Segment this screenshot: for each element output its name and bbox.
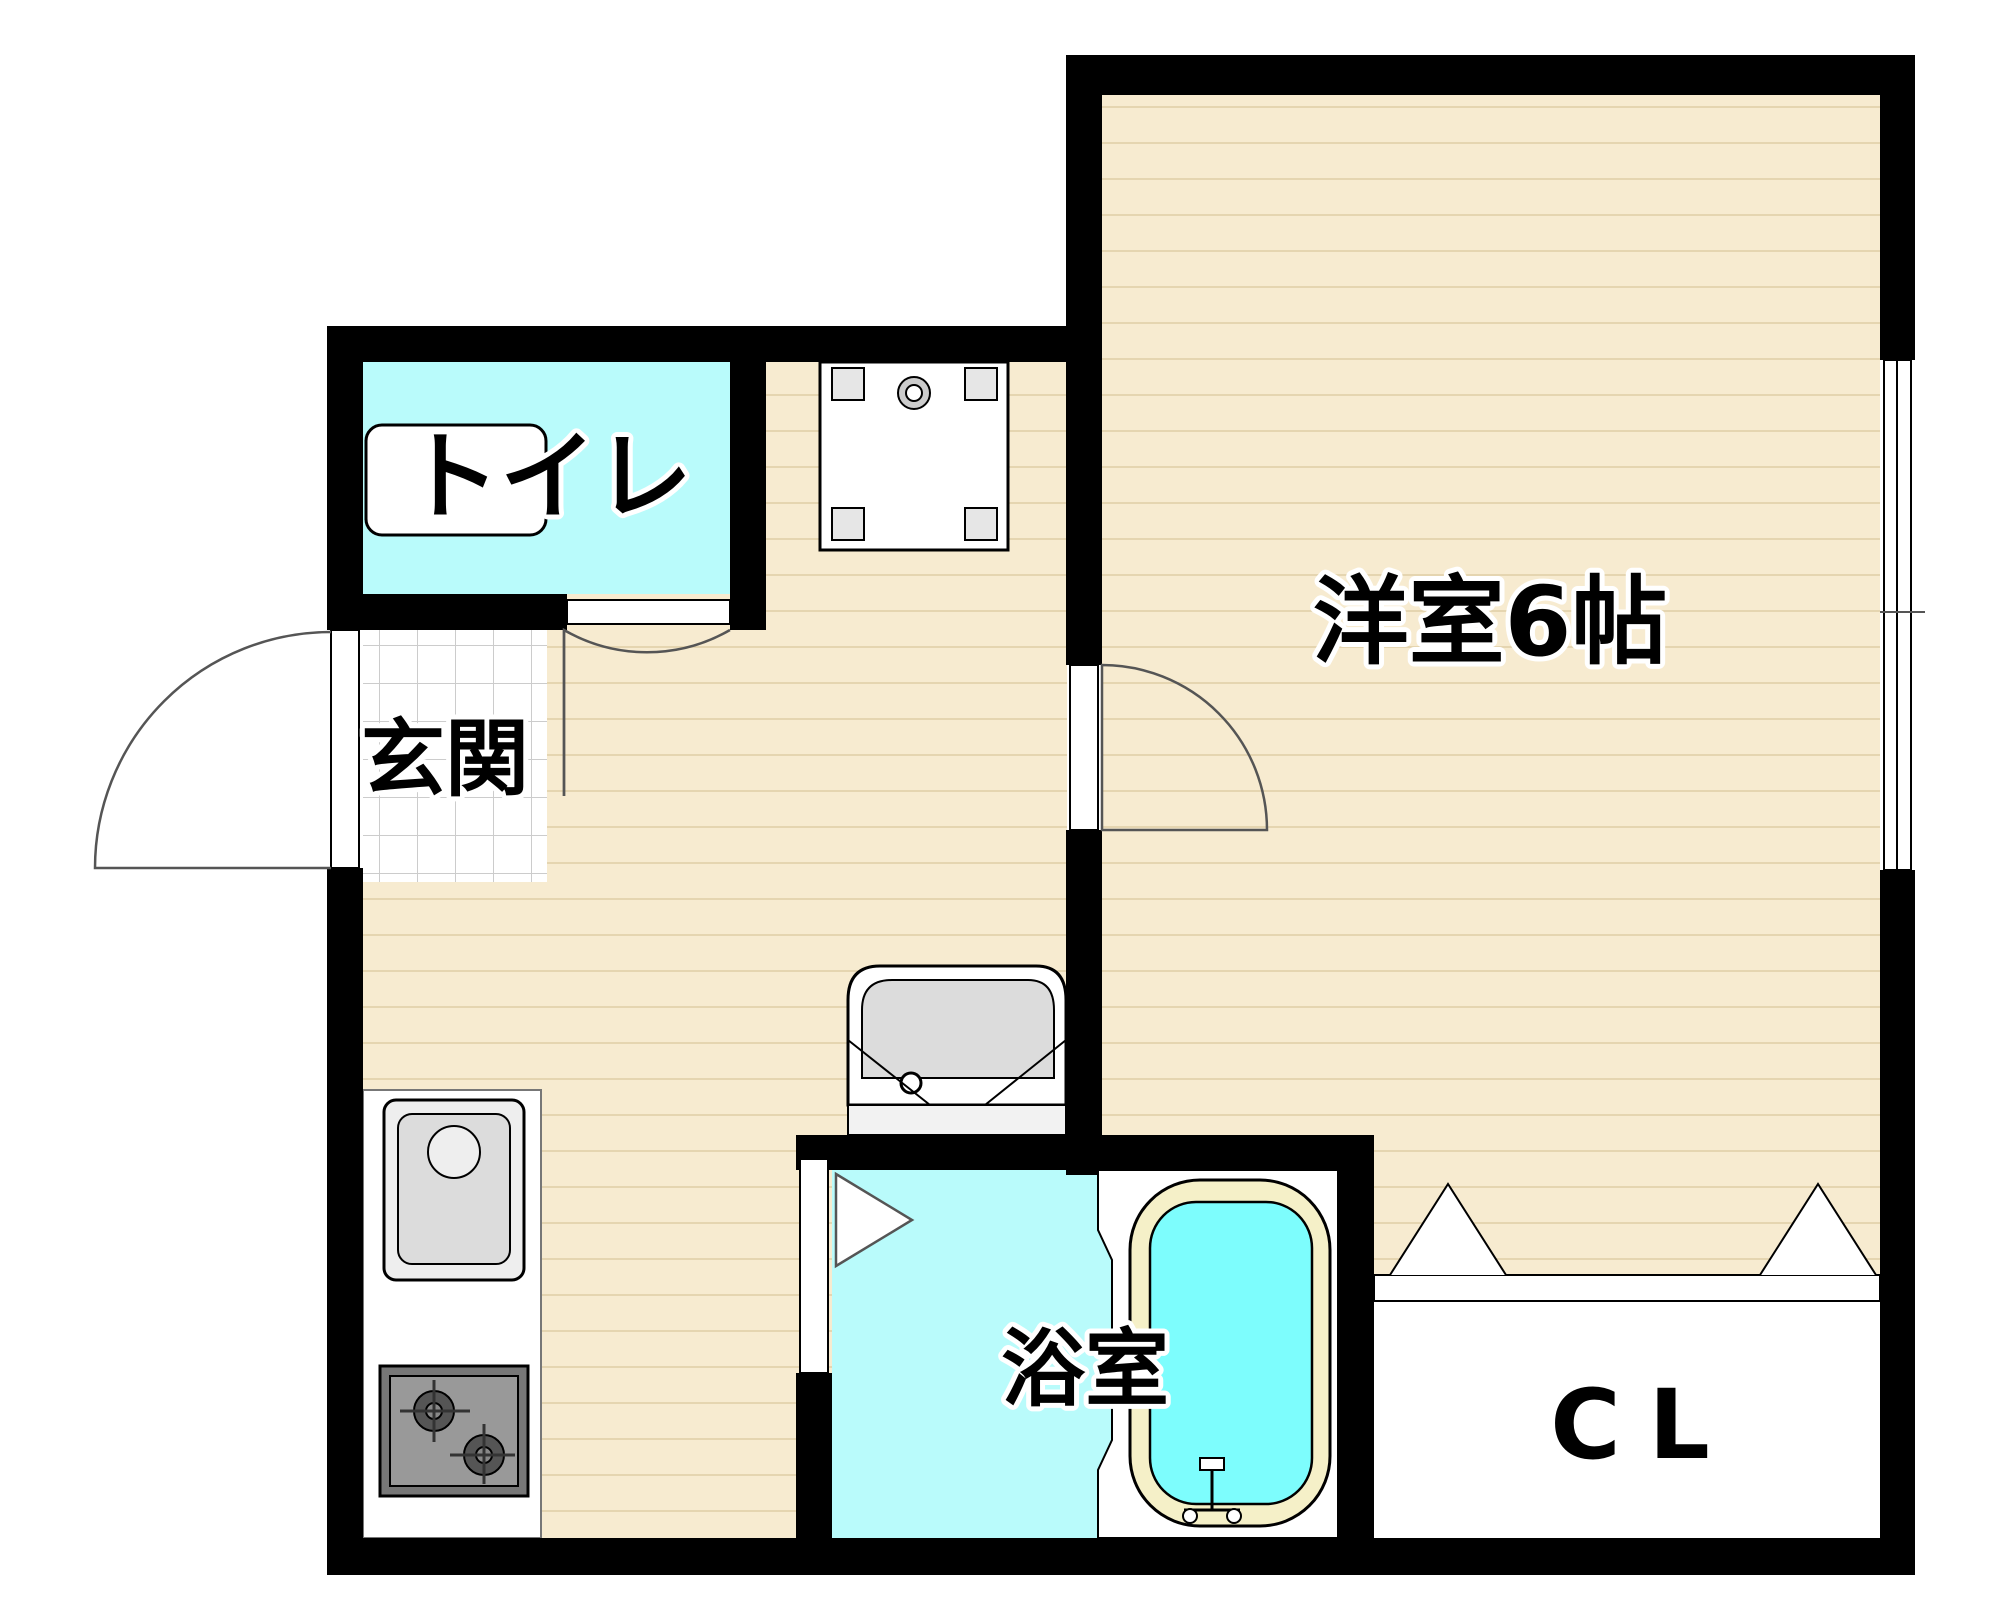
doors [93,627,1269,1269]
bathtub [1097,1169,1339,1539]
western-room-label: 洋室6帖 [1313,566,1668,678]
washing-machine-pan [818,360,1010,552]
toilet-label: トイレ [404,421,692,533]
floors [362,95,1880,1539]
gas-stove [378,1364,530,1498]
wash-basin [846,964,1068,1136]
closet-floor [1374,1275,1880,1538]
toilet-bowl [364,423,548,537]
window-bathroom [799,1158,829,1374]
walls [327,55,1915,1575]
closet-label: CL [1550,1369,1738,1481]
bathroom-label: 浴室 [1001,1320,1169,1418]
western-room-door [1100,663,1269,832]
entrance-label: 玄関 [361,710,529,808]
kitchen-sink [382,1098,526,1282]
toilet-door [562,627,731,796]
openings [330,359,1925,1374]
closet-doors [1373,1182,1881,1302]
entrance-floor [363,630,547,882]
entrance-door [93,630,332,870]
western-room-floor [1102,95,1880,1275]
bathroom-door [834,1171,915,1269]
